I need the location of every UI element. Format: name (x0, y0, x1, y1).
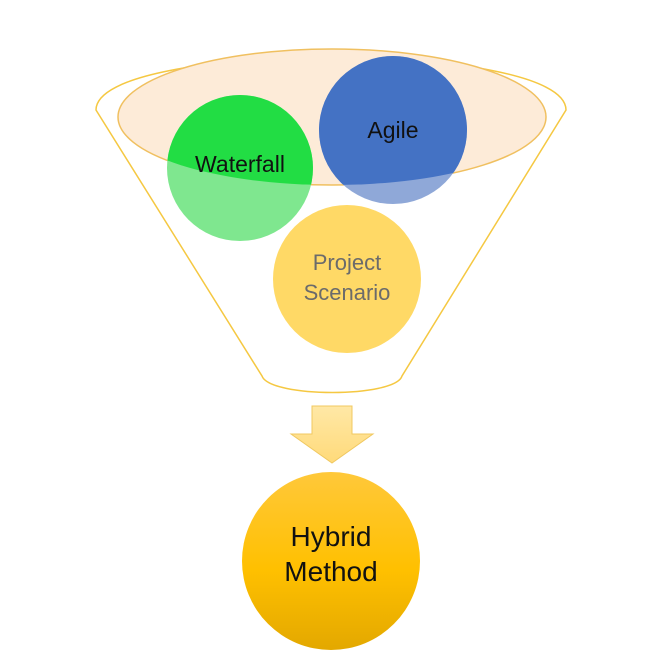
waterfall-circle (167, 95, 313, 185)
project-scenario-circle (273, 205, 421, 353)
hybrid-method-label-line2: Method (284, 556, 377, 587)
agile-label: Agile (367, 117, 418, 143)
agile-circle (319, 56, 467, 185)
project-scenario-label-line2: Scenario (304, 280, 391, 305)
waterfall-label: Waterfall (195, 151, 285, 177)
project-scenario-label-line1: Project (313, 250, 381, 275)
hybrid-method-circle (242, 472, 420, 650)
hybrid-method-label-line1: Hybrid (291, 521, 372, 552)
down-arrow-icon (289, 405, 375, 464)
